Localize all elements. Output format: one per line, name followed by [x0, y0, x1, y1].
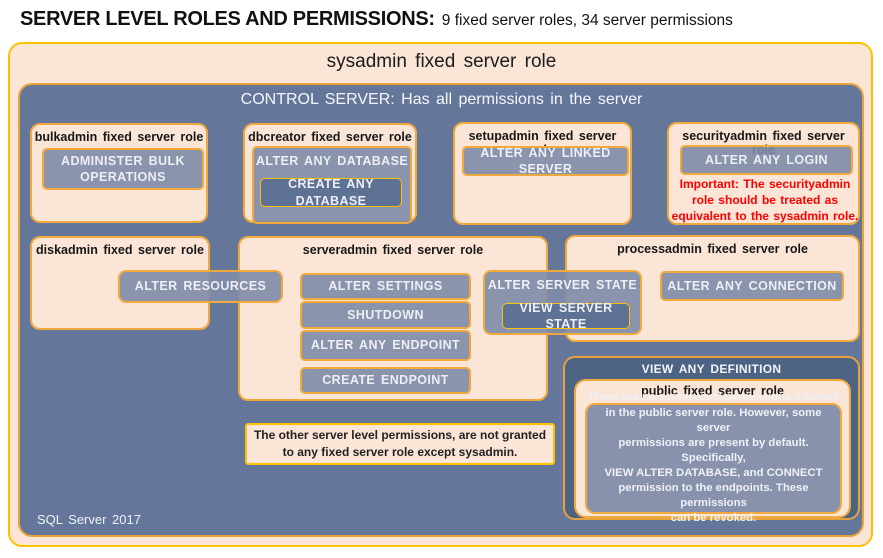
perm-alter-any-login: ALTER ANY LOGIN [680, 145, 853, 175]
serveradmin-role-title: serveradmin fixed server role [302, 243, 484, 257]
diskadmin-role-title: diskadmin fixed server role [36, 243, 204, 257]
processadmin-role-title: processadmin fixed server role [617, 242, 808, 256]
dbcreator-role-title: dbcreator fixed server role [248, 130, 412, 144]
page-title: SERVER LEVEL ROLES AND PERMISSIONS: 9 fix… [20, 8, 870, 31]
public-role-box: public fixed server role There are no se… [574, 379, 851, 524]
perm-alter-settings: ALTER SETTINGS [300, 273, 471, 300]
view-any-definition-label: VIEW ANY DEFINITION [641, 362, 782, 376]
view-any-definition-box: VIEW ANY DEFINITION public fixed server … [563, 356, 860, 524]
perm-alter-any-endpoint: ALTER ANY ENDPOINT [300, 330, 471, 361]
securityadmin-role-box: securityadmin fixed server role ALTER AN… [667, 122, 860, 225]
page-title-subtitle: 9 fixed server roles, 34 server permissi… [441, 12, 733, 29]
perm-alter-any-linked-server: ALTER ANY LINKED SERVER [462, 146, 629, 176]
sysadmin-role-label: sysadmin fixed server role [326, 51, 557, 72]
bulkadmin-role-box: bulkadmin fixed server role ADMINISTER B… [30, 123, 208, 223]
perm-alter-any-connection: ALTER ANY CONNECTION [660, 271, 844, 301]
securityadmin-warning-text: Important: The securityadmin role should… [671, 177, 859, 223]
control-server-label: CONTROL SERVER: Has all permissions in t… [240, 91, 643, 108]
serveradmin-role-box: serveradmin fixed server role ALTER SETT… [238, 236, 548, 401]
perm-create-any-database: CREATE ANY DATABASE [260, 177, 402, 208]
setupadmin-role-box: setupadmin fixed server role ALTER ANY L… [453, 122, 632, 225]
page-title-main: SERVER LEVEL ROLES AND PERMISSIONS: [20, 8, 435, 30]
sql-server-version-label: SQL Server 2017 [37, 512, 141, 527]
bulkadmin-role-title: bulkadmin fixed server role [34, 130, 204, 144]
perm-administer-bulk-operations: ADMINISTER BULK OPERATIONS [42, 148, 204, 190]
public-role-title: public fixed server role [641, 384, 784, 398]
perm-create-endpoint: CREATE ENDPOINT [300, 367, 471, 394]
perm-view-server-state: VIEW SERVER STATE [502, 301, 630, 331]
perm-alter-resources: ALTER RESOURCES [118, 270, 283, 303]
other-permissions-note: The other server level permissions, are … [245, 423, 555, 465]
public-role-note: There are no server-level permissions in… [585, 391, 842, 524]
dbcreator-role-box: dbcreator fixed server role ALTER ANY DA… [243, 123, 417, 224]
perm-shutdown: SHUTDOWN [300, 301, 471, 329]
